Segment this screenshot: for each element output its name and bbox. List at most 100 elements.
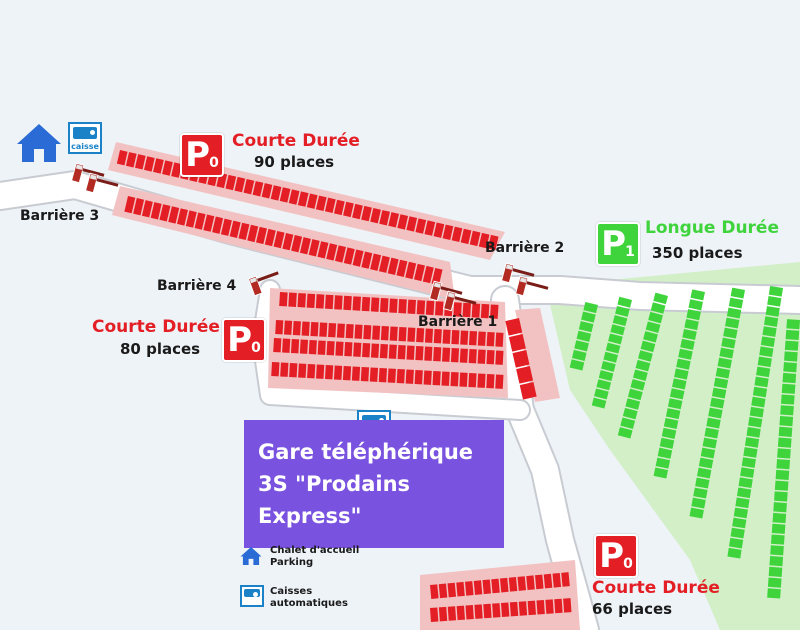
parking-stall bbox=[770, 545, 784, 556]
parking-stall bbox=[783, 362, 797, 373]
parking-stall bbox=[471, 303, 481, 318]
parking-stall bbox=[674, 368, 689, 380]
parking-stall bbox=[416, 328, 425, 343]
legend-house-icon bbox=[240, 546, 262, 566]
parking-stall bbox=[477, 373, 486, 388]
parking-stall bbox=[387, 257, 399, 275]
parking-stall bbox=[388, 212, 400, 228]
parking-stall bbox=[388, 344, 397, 359]
parking-stall bbox=[361, 296, 371, 312]
parking-stall bbox=[478, 232, 490, 249]
parking-stall bbox=[301, 321, 310, 336]
parking-stall bbox=[757, 356, 772, 368]
parking-stall bbox=[603, 351, 618, 363]
parking-stall bbox=[695, 477, 710, 489]
parking-stall bbox=[162, 160, 173, 176]
parking-stall bbox=[270, 185, 282, 201]
parking-stall bbox=[456, 605, 465, 621]
parking-stall bbox=[672, 378, 687, 390]
parking-stall bbox=[711, 387, 727, 399]
parking-stall bbox=[363, 325, 372, 340]
parking-stall bbox=[706, 417, 721, 429]
parking-stall bbox=[450, 372, 459, 387]
parking-stall bbox=[480, 303, 490, 319]
parking-stall bbox=[725, 317, 740, 329]
parking-stall bbox=[746, 427, 761, 438]
parking-stall bbox=[741, 457, 756, 468]
parking-stall bbox=[335, 245, 346, 263]
p1-east-places: 350 places bbox=[652, 244, 743, 262]
parking-stall bbox=[781, 383, 796, 394]
parking-stall bbox=[591, 397, 607, 409]
parking-stall bbox=[574, 340, 589, 352]
parking-stall bbox=[370, 297, 380, 312]
parking-stall bbox=[561, 572, 570, 587]
parking-stall bbox=[319, 322, 328, 337]
parking-stall bbox=[389, 326, 398, 341]
parking-stall bbox=[512, 350, 530, 368]
parking-stall bbox=[282, 338, 291, 353]
parking-stall bbox=[736, 487, 752, 499]
parking-stall bbox=[442, 329, 451, 344]
parking-stall bbox=[661, 427, 677, 439]
parking-stall bbox=[778, 426, 793, 437]
parking-stall bbox=[601, 360, 616, 372]
parking-stall bbox=[676, 358, 691, 370]
parking-stall bbox=[424, 346, 433, 361]
parking-stall bbox=[370, 343, 380, 358]
parking-stall bbox=[325, 294, 334, 310]
parking-stall bbox=[324, 197, 336, 214]
parking-stall bbox=[275, 320, 284, 335]
p0-west-places: 80 places bbox=[120, 340, 201, 358]
parking-stall bbox=[396, 369, 405, 384]
parking-stall bbox=[370, 253, 382, 271]
parking-stall bbox=[468, 349, 477, 364]
parking-stall bbox=[491, 578, 500, 594]
barrier-gate-icon bbox=[247, 271, 279, 297]
legend-caisse: Caisses automatiques bbox=[270, 586, 348, 609]
parking-stall bbox=[297, 191, 309, 207]
parking-stall bbox=[460, 228, 472, 245]
parking-stall bbox=[713, 377, 729, 389]
parking-stall bbox=[354, 324, 363, 339]
parking-stall bbox=[486, 332, 495, 347]
barrier-gate-icon bbox=[442, 290, 477, 312]
caisse-icon: caisse bbox=[68, 122, 102, 154]
parking-stall bbox=[396, 259, 408, 278]
parking-stall bbox=[756, 366, 771, 378]
parking-stall bbox=[380, 326, 390, 341]
parking-stall bbox=[516, 366, 534, 384]
parking-stall bbox=[730, 287, 745, 299]
parking-stall bbox=[307, 364, 316, 379]
parking-stall bbox=[653, 292, 668, 305]
parking-stall bbox=[581, 311, 596, 323]
parking-stall bbox=[633, 369, 648, 381]
parking-stall bbox=[764, 316, 779, 327]
parking-stall bbox=[615, 305, 630, 317]
parking-stall bbox=[765, 306, 780, 317]
parking-stall bbox=[486, 374, 495, 389]
parking-stall bbox=[430, 607, 439, 622]
parking-stall bbox=[774, 491, 788, 502]
parking-stall bbox=[279, 292, 288, 307]
parking-stall bbox=[667, 398, 683, 410]
parking-stall bbox=[415, 346, 424, 361]
parking-stall bbox=[665, 408, 681, 420]
parking-stall bbox=[369, 367, 379, 382]
parking-stall bbox=[617, 427, 633, 439]
parking-stall bbox=[583, 301, 598, 314]
parking-stall bbox=[353, 342, 362, 357]
parking-stall bbox=[780, 394, 795, 405]
parking-stall bbox=[760, 336, 776, 347]
parking-stall bbox=[273, 338, 282, 353]
parking-stall bbox=[645, 321, 661, 333]
parking-stall bbox=[194, 212, 206, 230]
parking-stall bbox=[605, 342, 621, 354]
parking-stall bbox=[447, 582, 457, 598]
p0-west-title: Courte Durée bbox=[92, 317, 220, 337]
parking-stall bbox=[730, 527, 745, 539]
parking-stall bbox=[726, 307, 742, 319]
p0-north-places: 90 places bbox=[254, 153, 335, 171]
parking-stall bbox=[352, 296, 362, 311]
parking-stall bbox=[450, 348, 460, 363]
